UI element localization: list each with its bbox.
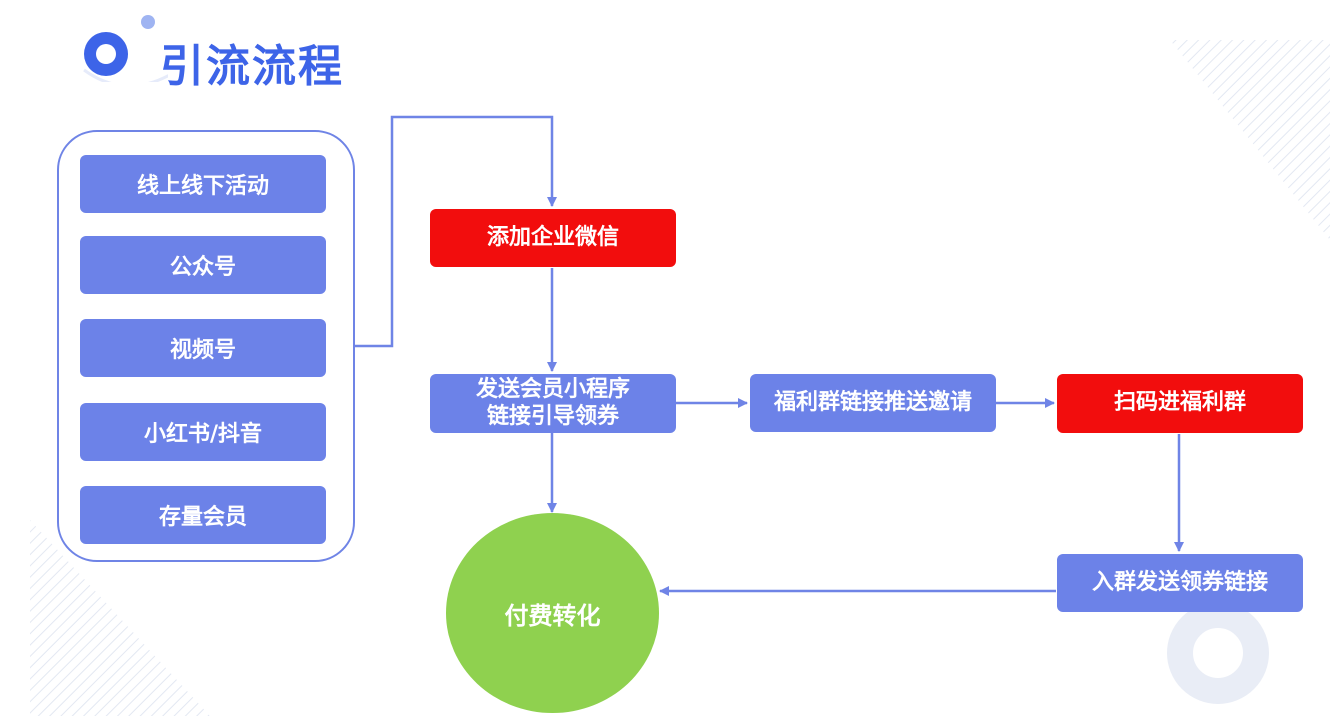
source-online-offline-activity: 线上线下活动	[80, 155, 326, 213]
node-scan-join: 扫码进福利群	[1057, 374, 1303, 433]
page-title: 引流流程	[160, 41, 344, 92]
node-send-miniprogram-line2: 链接引导领券	[486, 403, 619, 429]
source-existing-members: 存量会员	[80, 486, 326, 544]
node-conversion: 付费转化	[446, 513, 659, 713]
source-xiaohongshu-douyin: 小红书/抖音	[80, 403, 326, 461]
source-video-channel: 视频号	[80, 319, 326, 377]
decorative-hatch-bottom-left	[30, 520, 210, 716]
decorative-ring	[1167, 602, 1269, 704]
node-group-coupon: 入群发送领券链接	[1057, 554, 1303, 612]
logo-icon	[83, 15, 168, 82]
decorative-hatch-top-right	[1170, 40, 1330, 240]
node-send-miniprogram: 发送会员小程序 链接引导领券	[430, 374, 676, 433]
node-add-wecom: 添加企业微信	[430, 209, 676, 267]
node-push-invite: 福利群链接推送邀请	[750, 374, 996, 432]
source-official-account: 公众号	[80, 236, 326, 294]
node-send-miniprogram-line1: 发送会员小程序	[475, 377, 630, 403]
